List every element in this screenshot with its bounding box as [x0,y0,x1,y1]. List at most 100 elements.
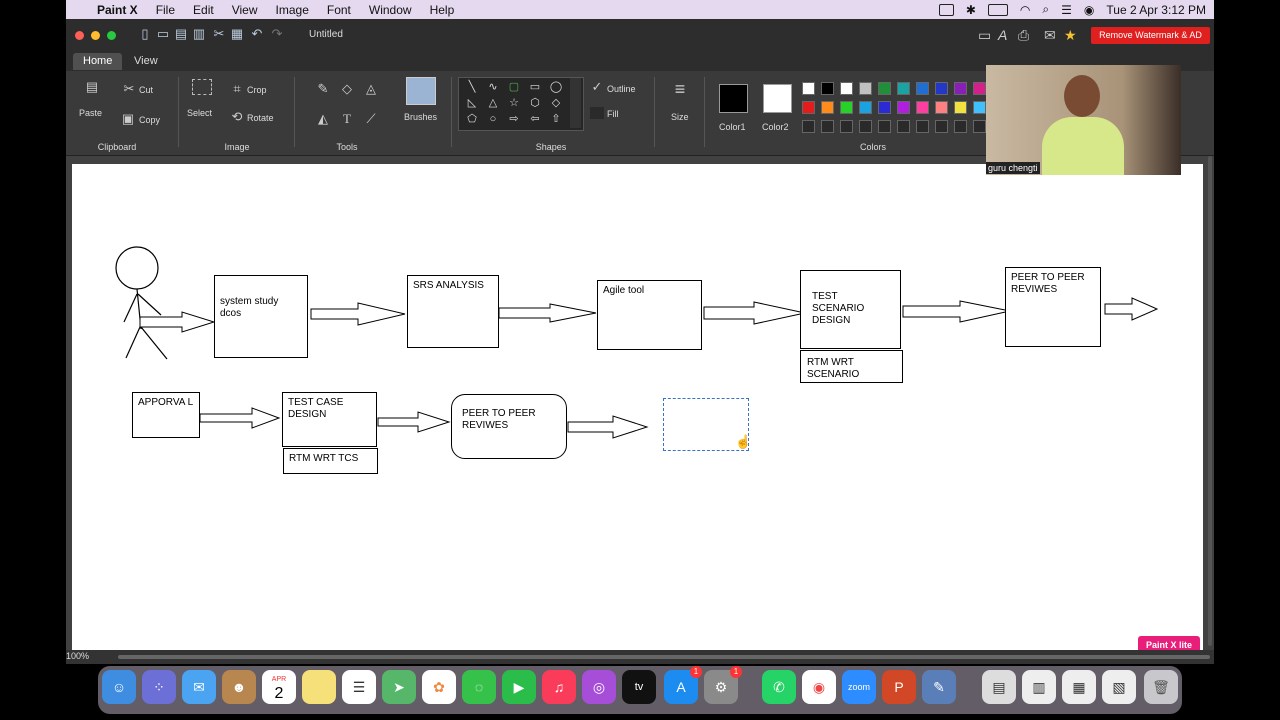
system-settings-icon[interactable]: ⚙1 [704,666,742,704]
print-icon[interactable]: ⎙ [1018,27,1030,43]
battery-icon[interactable] [987,3,1008,16]
box-rtm-wrt-tcs[interactable]: RTM WRT TCS [283,448,378,474]
copy-icon[interactable]: ▣ [121,111,135,126]
shapes-scrollbar[interactable] [570,78,581,128]
mail-icon[interactable]: ✉ [1044,27,1056,43]
palette-swatch[interactable] [916,101,929,114]
zoom-window-button[interactable] [107,31,116,40]
pentagon-shape-icon[interactable]: ⬠ [467,113,477,125]
app-menu[interactable]: Paint X [97,2,138,17]
reminders-icon[interactable]: ☰ [342,670,376,704]
menu-view[interactable]: View [231,2,258,17]
music-icon[interactable]: ♫ [542,670,576,704]
diamond-shape-icon[interactable]: ◇ [551,97,561,109]
custom-color-slot[interactable] [840,120,853,133]
paste-toolbar-icon[interactable]: ▦ [230,26,244,41]
palette-swatch[interactable] [935,82,948,95]
fill-swatch-icon[interactable] [590,107,604,119]
palette-swatch[interactable] [954,101,967,114]
wifi-icon[interactable]: ◠ [1019,2,1031,17]
custom-color-slot[interactable] [916,120,929,133]
palette-swatch[interactable] [954,82,967,95]
box-system-study[interactable]: system study dcos [214,275,308,358]
rotate-icon[interactable]: ⟲ [231,109,243,124]
cut-icon[interactable]: ✂ [123,81,135,96]
hexagon-shape-icon[interactable]: ⬡ [530,97,540,109]
rounded-rect-shape-icon[interactable]: ▭ [529,81,541,93]
zoom-app-icon[interactable]: zoom [842,670,876,704]
custom-color-slot[interactable] [821,120,834,133]
chrome-icon[interactable]: ◉ [802,670,836,704]
outline-check-icon[interactable]: ✓ [591,79,603,94]
palette-swatch[interactable] [821,101,834,114]
palette-swatch[interactable] [878,101,891,114]
color-picker-icon[interactable]: ⟋ [366,111,376,126]
star-shape-icon[interactable]: ☆ [509,97,519,109]
paste-button[interactable]: Paste [79,108,103,118]
whatsapp-icon[interactable]: ✆ [762,670,796,704]
search-icon[interactable]: ⌕ [1042,2,1050,16]
select-icon[interactable] [192,79,212,95]
octagon-shape-icon[interactable]: ○ [489,113,497,125]
paint-x-icon[interactable]: ✎ [922,670,956,704]
right-triangle-shape-icon[interactable]: ◺ [467,97,477,109]
custom-color-slot[interactable] [897,120,910,133]
box-rtm-wrt-scenario[interactable]: RTM WRT SCENARIO [800,350,903,383]
brushes-icon[interactable] [406,77,436,105]
select-button[interactable]: Select [187,108,213,118]
custom-color-slot[interactable] [935,120,948,133]
selection-rectangle[interactable] [663,398,749,451]
launchpad-icon[interactable]: ⁘ [142,670,176,704]
redo-icon[interactable]: ↷ [271,26,283,41]
eraser-icon[interactable]: ◇ [342,81,352,96]
text-style-icon[interactable]: A [998,27,1008,43]
palette-swatch[interactable] [897,101,910,114]
menu-help[interactable]: Help [429,2,455,17]
tab-view[interactable]: View [134,55,158,67]
maps-icon[interactable]: ➤ [382,670,416,704]
podcasts-icon[interactable]: ◎ [582,670,616,704]
powerpoint-icon[interactable]: P [882,670,916,704]
apple-tv-icon[interactable]: tv [622,670,656,704]
brushes-button[interactable]: Brushes [404,112,438,122]
siri-icon[interactable]: ◉ [1083,2,1095,17]
size-button[interactable]: Size [671,112,689,122]
drawing-canvas[interactable]: system study dcos SRS ANALYSIS Agile too… [72,164,1203,654]
rotate-button[interactable]: Rotate [247,113,274,123]
contacts-icon[interactable]: ☻ [222,670,256,704]
save-as-icon[interactable]: ▥ [192,26,206,41]
open-file-icon[interactable]: ▭ [156,26,170,41]
box-srs-analysis[interactable]: SRS ANALYSIS [407,275,499,348]
minimize-window-button[interactable] [91,31,100,40]
paint-bucket-icon[interactable]: ◭ [318,111,328,126]
palette-swatch[interactable] [840,82,853,95]
photos-icon[interactable]: ✿ [422,670,456,704]
control-center-icon[interactable]: ☰ [1061,2,1072,17]
box-agile-tool[interactable]: Agile tool [597,280,702,350]
palette-swatch[interactable] [802,101,815,114]
custom-color-slot[interactable] [878,120,891,133]
messages-icon[interactable]: ◌ [462,670,496,704]
recent-document-icon[interactable]: ▤ [982,670,1016,704]
recent-file-icon[interactable]: ▦ [1062,670,1096,704]
up-arrow-shape-icon[interactable]: ⇧ [551,113,561,125]
color2-button[interactable]: Color2 [762,122,789,132]
recent-zoom-file-icon[interactable]: ▧ [1102,670,1136,704]
bluetooth-icon[interactable]: ✱ [965,2,976,17]
horizontal-scrollbar[interactable] [118,655,1210,659]
copy-button[interactable]: Copy [139,115,161,125]
screen-share-icon[interactable] [938,3,954,16]
line-shape-icon[interactable]: ╲ [468,81,476,93]
ellipse-shape-icon[interactable]: ◯ [549,81,563,93]
crop-icon[interactable]: ⌗ [233,81,241,96]
text-tool-icon[interactable]: T [343,111,351,126]
box-test-case-design[interactable]: TEST CASE DESIGN [282,392,377,447]
tab-home[interactable]: Home [73,53,123,70]
palette-swatch[interactable] [897,82,910,95]
fill-bucket-icon[interactable]: ◬ [366,81,376,96]
custom-color-slot[interactable] [954,120,967,133]
crop-button[interactable]: Crop [247,85,267,95]
remove-watermark-button[interactable]: Remove Watermark & AD [1091,27,1210,44]
star-icon[interactable]: ★ [1064,27,1077,43]
